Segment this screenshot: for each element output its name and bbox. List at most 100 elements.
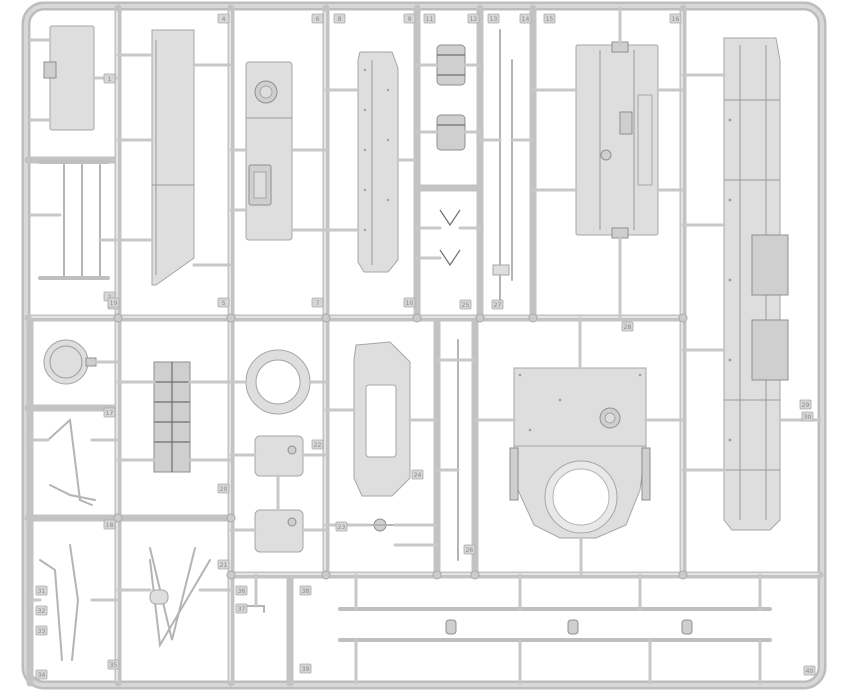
part-number-label: 22 xyxy=(314,442,322,449)
part-hull-bottom xyxy=(531,6,685,320)
part-v-braces xyxy=(116,547,233,649)
runner-nodes xyxy=(113,313,688,580)
part-turret-ring xyxy=(229,349,328,415)
part-number-label: 20 xyxy=(220,486,228,493)
part-number-label: 5 xyxy=(222,300,226,307)
part-number-label: 17 xyxy=(106,410,114,417)
part-number-tab: 17 xyxy=(103,407,116,418)
part-number-label: 4 xyxy=(222,16,226,23)
part-number-tab: 4 xyxy=(217,13,230,24)
part-right-side-panel xyxy=(681,37,822,531)
part-long-rods xyxy=(338,573,772,685)
part-cylinders xyxy=(415,44,482,151)
part-number-label: 35 xyxy=(110,662,118,669)
part-number-tab: 11 xyxy=(423,13,436,24)
part-number-label: 14 xyxy=(522,16,530,23)
sprue-outer-frame xyxy=(21,1,827,690)
sprue-outer-frame-highlight xyxy=(24,4,824,687)
part-number-tab: 29 xyxy=(799,399,812,410)
part-number-tab: 5 xyxy=(217,297,230,308)
part-number-label: 25 xyxy=(462,302,470,309)
part-number-label: 18 xyxy=(106,522,114,529)
part-number-tab: 21 xyxy=(217,559,230,570)
part-number-label: 9 xyxy=(408,16,412,23)
part-number-label: 6 xyxy=(316,16,320,23)
part-number-tab: 37 xyxy=(235,603,248,614)
part-number-tab: 12 xyxy=(467,13,480,24)
part-number-label: 37 xyxy=(238,606,246,613)
part-number-tab: 31 xyxy=(35,585,48,596)
part-number-label: 36 xyxy=(238,588,246,595)
part-number-tab: 10 xyxy=(403,297,416,308)
part-wire-brackets xyxy=(28,417,120,661)
part-number-label: 16 xyxy=(672,16,680,23)
part-number-label: 30 xyxy=(804,414,812,421)
part-number-tab: 16 xyxy=(669,13,682,24)
part-small-brackets xyxy=(415,209,482,267)
part-number-tab: 40 xyxy=(803,665,816,676)
part-small-gadget xyxy=(324,518,439,547)
part-engine-deck-plate xyxy=(229,61,328,241)
part-number-tab: 39 xyxy=(299,663,312,674)
part-number-label: 32 xyxy=(38,608,46,615)
part-turret-top xyxy=(473,316,685,577)
part-number-tab: 33 xyxy=(35,625,48,636)
part-number-tab: 38 xyxy=(299,585,312,596)
part-number-tab: 15 xyxy=(543,13,556,24)
part-number-tabs: 1234567891011121314151617181920212223242… xyxy=(35,13,816,680)
part-number-tab: 9 xyxy=(403,13,416,24)
part-number-label: 15 xyxy=(546,16,554,23)
part-number-tab: 35 xyxy=(107,659,120,670)
part-number-tab: 23 xyxy=(335,521,348,532)
part-number-tab: 18 xyxy=(103,519,116,530)
part-number-tab: 24 xyxy=(411,469,424,480)
part-number-tab: 28 xyxy=(621,321,634,332)
part-number-tab: 13 xyxy=(487,13,500,24)
part-round-hatch xyxy=(43,339,120,385)
part-number-tab: 19 xyxy=(107,297,120,308)
part-number-tab: 22 xyxy=(311,439,324,450)
part-number-tab: 26 xyxy=(463,544,476,555)
part-hex-plate xyxy=(324,341,439,497)
part-track-links xyxy=(116,361,233,473)
part-number-tab: 14 xyxy=(519,13,532,24)
part-number-tab: 1 xyxy=(103,73,116,84)
part-number-tab: 7 xyxy=(311,297,324,308)
part-number-label: 31 xyxy=(38,588,46,595)
runner-highlights xyxy=(31,11,819,681)
horizontal-runners xyxy=(24,156,824,579)
part-number-label: 26 xyxy=(466,547,474,554)
part-number-tab: 36 xyxy=(235,585,248,596)
part-number-label: 1 xyxy=(108,76,112,83)
part-number-label: 34 xyxy=(38,672,46,679)
part-number-label: 19 xyxy=(110,300,118,307)
part-number-label: 28 xyxy=(624,324,632,331)
part-number-tab: 8 xyxy=(333,13,346,24)
part-number-tab: 6 xyxy=(311,13,324,24)
part-number-label: 8 xyxy=(338,16,342,23)
part-small-hatches xyxy=(229,435,328,553)
part-number-label: 29 xyxy=(802,402,810,409)
part-number-label: 27 xyxy=(494,302,502,309)
part-number-label: 33 xyxy=(38,628,46,635)
part-number-label: 13 xyxy=(490,16,498,23)
part-side-panel xyxy=(324,51,419,273)
part-number-tab: 27 xyxy=(491,299,504,310)
part-small-l-bracket xyxy=(247,573,265,613)
part-thin-rods xyxy=(478,29,535,301)
part-number-tab: 20 xyxy=(217,483,230,494)
part-number-tab: 34 xyxy=(35,669,48,680)
part-number-label: 10 xyxy=(406,300,414,307)
part-number-label: 24 xyxy=(414,472,422,479)
part-number-label: 7 xyxy=(316,300,320,307)
part-fender-plate xyxy=(116,29,233,286)
part-number-label: 11 xyxy=(426,16,434,23)
part-number-label: 21 xyxy=(220,562,228,569)
part-ladder-rods xyxy=(28,160,120,280)
part-number-tab: 25 xyxy=(459,299,472,310)
part-number-tab: 32 xyxy=(35,605,48,616)
part-number-label: 12 xyxy=(470,16,478,23)
part-number-label: 38 xyxy=(302,588,310,595)
part-number-label: 39 xyxy=(302,666,310,673)
